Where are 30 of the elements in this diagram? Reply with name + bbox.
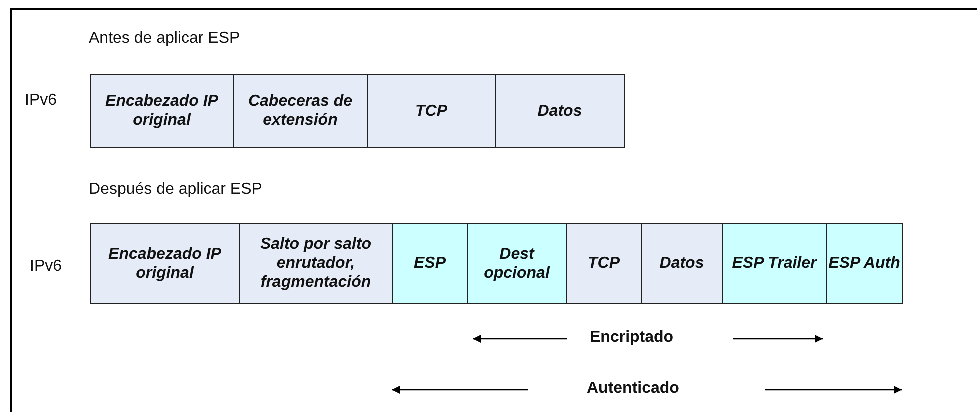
- header-field: [826, 223, 903, 304]
- field-name: Encabezado IP original: [104, 92, 220, 130]
- field-name: ESP Trailer: [732, 254, 817, 273]
- protocol-label: IPv6: [30, 258, 62, 276]
- header-field: [566, 223, 642, 304]
- field-name: Datos: [660, 254, 704, 273]
- caption: Antes de aplicar ESP: [89, 30, 240, 48]
- field-name: Salto por salto enrutador, fragmentación: [259, 235, 373, 292]
- field-name: ESP: [414, 254, 446, 273]
- header-field: [233, 74, 368, 148]
- span-label: Autenticado: [587, 380, 680, 398]
- span-label: Encriptado: [590, 329, 674, 347]
- header-field: [495, 74, 625, 148]
- header-field: [367, 74, 496, 148]
- header-field: [239, 223, 393, 304]
- field-name: TCP: [416, 102, 448, 120]
- header-field: [467, 223, 567, 304]
- header-field: [90, 74, 234, 148]
- header-field: [90, 223, 240, 304]
- field-name: Datos: [538, 102, 582, 120]
- protocol-label: IPv6: [25, 92, 58, 110]
- field-name: ESP Auth: [828, 254, 900, 273]
- field-name: TCP: [588, 254, 620, 273]
- header-field: [641, 223, 723, 304]
- caption: Después de aplicar ESP: [89, 181, 262, 199]
- header-field: [392, 223, 468, 304]
- field-name: Encabezado IP original: [108, 244, 222, 282]
- field-name: Cabeceras de extensión: [247, 92, 354, 130]
- field-name: Dest opcional: [483, 244, 552, 282]
- header-field: [722, 223, 827, 304]
